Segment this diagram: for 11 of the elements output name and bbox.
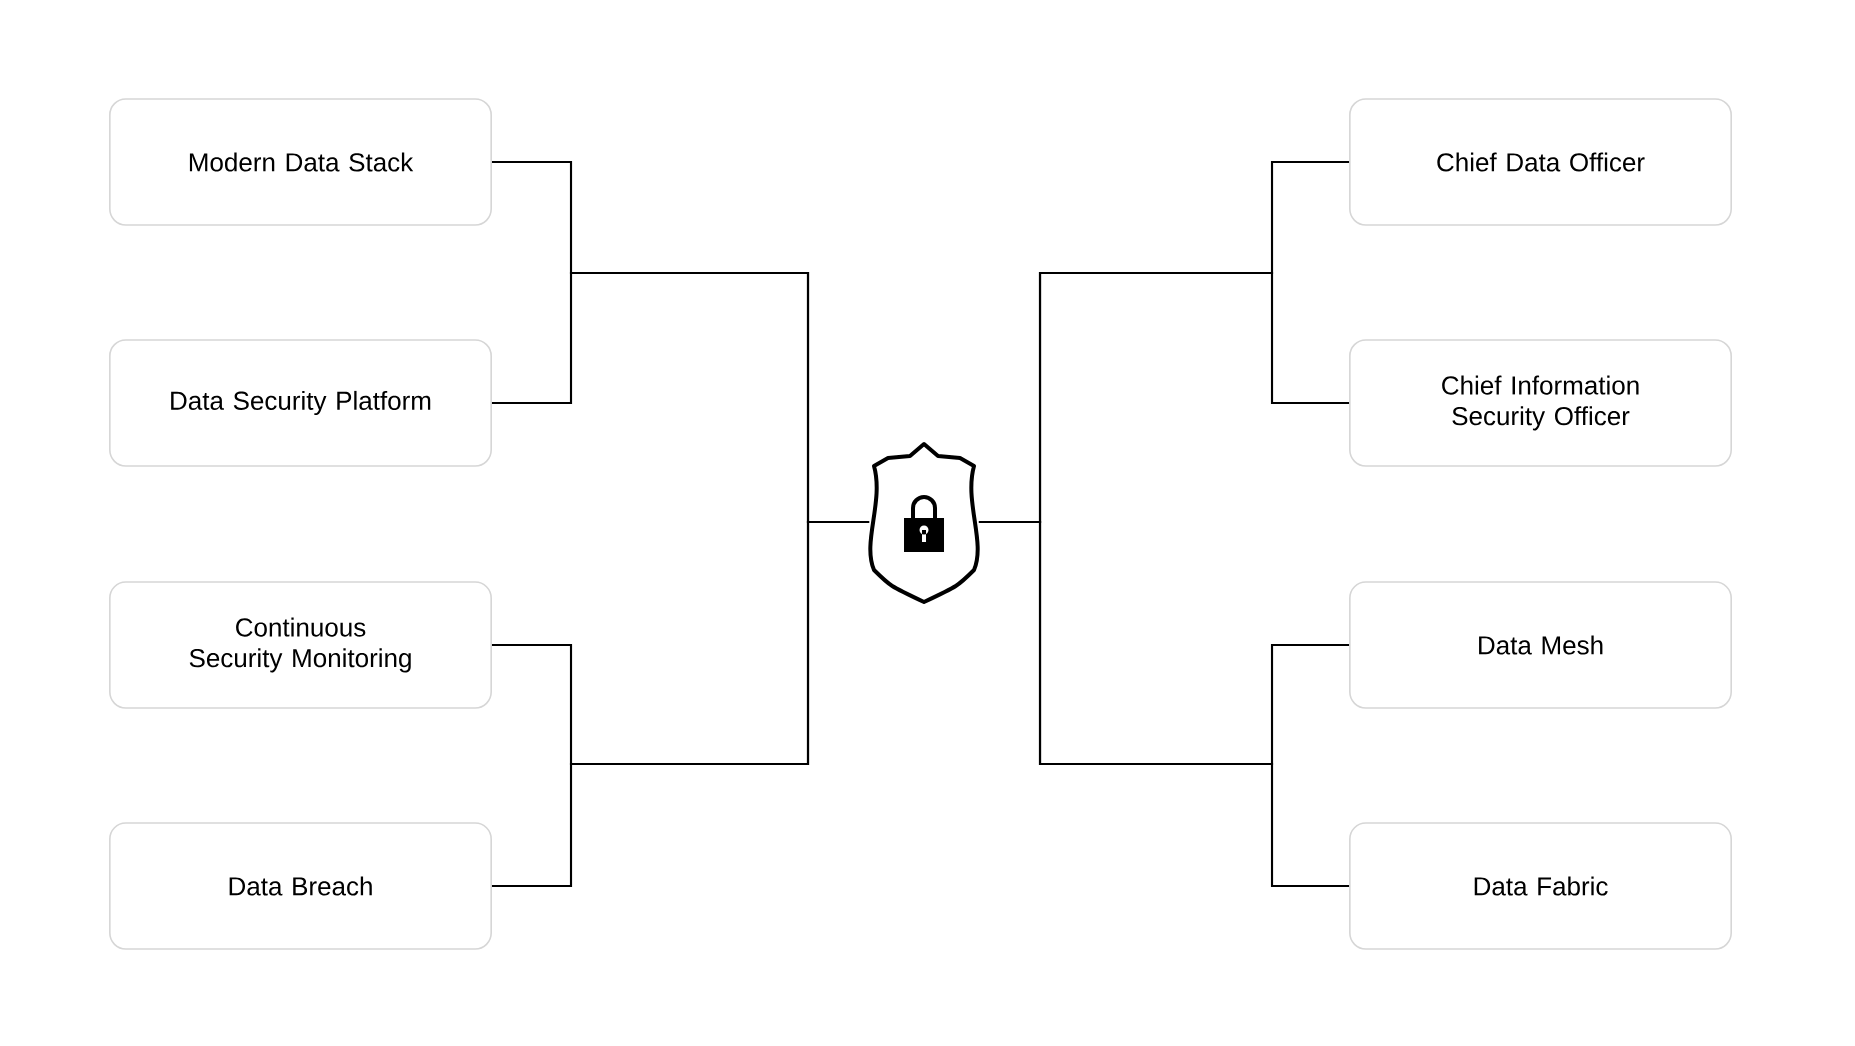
text-box: Chief Information Security Officer [1349,339,1732,467]
shield-icon [868,442,980,604]
connector-line [978,520,1350,888]
text-box: Data Fabric [1349,822,1732,950]
text-box: Data Mesh [1349,581,1732,709]
text-box: Data Breach [109,822,492,950]
text-box: Data Security Platform [109,339,492,467]
text-box: Chief Data Officer [1349,98,1732,226]
text-box: Continuous Security Monitoring [109,581,492,709]
text-box: Modern Data Stack [109,98,492,226]
connector-line [492,520,870,888]
